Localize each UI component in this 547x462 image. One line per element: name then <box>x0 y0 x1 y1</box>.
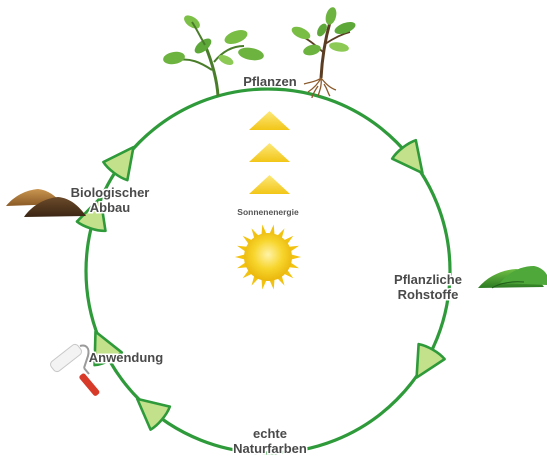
stage-label-line: echte <box>253 426 287 441</box>
center-label: Sonnenenergie <box>237 207 299 217</box>
uprooted-plant-icon <box>290 6 357 98</box>
energy-triangle-icon <box>249 143 290 162</box>
stage-label-line: Abbau <box>90 200 131 215</box>
energy-triangle-icon <box>249 175 290 194</box>
stage-label-line: Pflanzliche <box>394 272 462 287</box>
green-powder-icon <box>478 266 547 288</box>
cycle-arrow-icon <box>404 342 446 385</box>
sun-disc <box>244 233 292 281</box>
stage-label-pflanzen: Pflanzen <box>243 74 297 89</box>
stage-label-anwendung: Anwendung <box>89 350 163 365</box>
energy-triangles <box>249 111 290 194</box>
cycle-arrows <box>76 138 445 431</box>
stage-label-line: Anwendung <box>89 350 163 365</box>
stage-label-line: Rohstoffe <box>398 287 459 302</box>
sun-icon <box>235 225 301 290</box>
stage-label-line: Pflanzen <box>243 74 297 89</box>
stage-label-line: Naturfarben <box>233 441 307 456</box>
energy-triangle-icon <box>249 111 290 130</box>
stage-label-line: Biologischer <box>71 185 150 200</box>
